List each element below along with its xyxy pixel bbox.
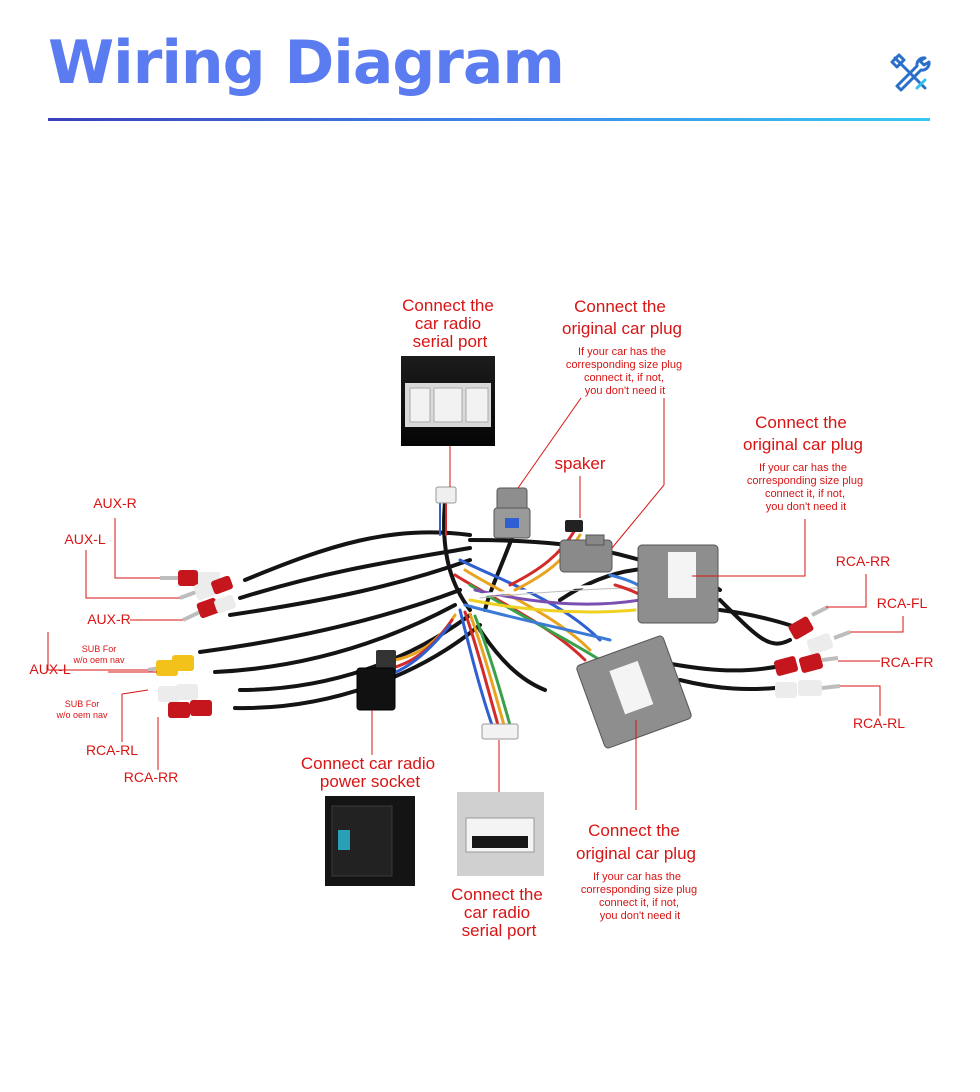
serial-bottom-line-2: car radio (464, 903, 530, 922)
gray-box-right (637, 544, 719, 624)
label-aux-l-bottom: AUX-L (29, 661, 70, 677)
power-connector (356, 650, 396, 711)
page-title: Wiring Diagram (48, 28, 565, 98)
serial-top-small-connector (435, 486, 457, 504)
plug-right-note-1: If your car has the (759, 462, 847, 474)
label-aux-l-top: AUX-L (64, 531, 105, 547)
serial-bottom-small-connector (481, 723, 519, 740)
serial-top-line-1: Connect the (402, 296, 494, 315)
rca-plugs-right (773, 605, 851, 698)
plug-bottom-note-3: connect it, if not, (599, 897, 679, 909)
gray-plug-top (493, 487, 531, 539)
plug-bottom-note-1: If your car has the (593, 871, 681, 883)
serial-port-photo-bottom (457, 792, 544, 876)
speaker-plug (559, 520, 613, 573)
speaker-label: spaker (554, 454, 605, 473)
plug-bottom-note-4: you don't need it (600, 910, 680, 922)
serial-bottom-line-1: Connect the (451, 885, 543, 904)
label-rca-fl-right: RCA-FL (877, 595, 928, 611)
plug-bottom-title-1: Connect the (588, 821, 680, 840)
label-rca-rr-right: RCA-RR (836, 553, 890, 569)
label-sub-1-line-1: SUB For (82, 644, 117, 654)
serial-top-line-3: serial port (413, 332, 488, 351)
label-sub-1-line-2: w/o oem nav (72, 655, 125, 665)
rca-plugs-left (147, 570, 236, 718)
label-rca-rl-left: RCA-RL (86, 742, 138, 758)
tools-icon (890, 53, 931, 92)
plug-top-note-2: corresponding size plug (566, 359, 682, 371)
serial-port-photo-top (401, 356, 495, 446)
plug-bottom-title-2: original car plug (576, 844, 696, 863)
power-line-2: power socket (320, 772, 420, 791)
label-rca-fr-right: RCA-FR (881, 654, 934, 670)
plug-top-title-1: Connect the (574, 297, 666, 316)
plug-top-note-4: you don't need it (585, 385, 665, 397)
label-rca-rl-right: RCA-RL (853, 715, 905, 731)
label-sub-2-line-2: w/o oem nav (55, 710, 108, 720)
plug-right-note-2: corresponding size plug (747, 475, 863, 487)
label-aux-r-top: AUX-R (93, 495, 137, 511)
leader-lines (47, 397, 904, 810)
label-aux-r-mid: AUX-R (87, 611, 131, 627)
plug-right-title-2: original car plug (743, 435, 863, 454)
label-sub-2-line-1: SUB For (65, 699, 100, 709)
gray-box-bottom (576, 635, 692, 749)
power-line-1: Connect car radio (301, 754, 435, 773)
serial-bottom-line-3: serial port (462, 921, 537, 940)
plug-top-note-1: If your car has the (578, 346, 666, 358)
power-socket-photo (325, 796, 415, 886)
plug-bottom-note-2: corresponding size plug (581, 884, 697, 896)
plug-right-note-3: connect it, if not, (765, 488, 845, 500)
plug-top-note-3: connect it, if not, (584, 372, 664, 384)
plug-right-title-1: Connect the (755, 413, 847, 432)
title-underline (48, 118, 930, 121)
serial-top-line-2: car radio (415, 314, 481, 333)
plug-top-title-2: original car plug (562, 319, 682, 338)
plug-right-note-4: you don't need it (766, 501, 846, 513)
label-rca-rr-left: RCA-RR (124, 769, 178, 785)
